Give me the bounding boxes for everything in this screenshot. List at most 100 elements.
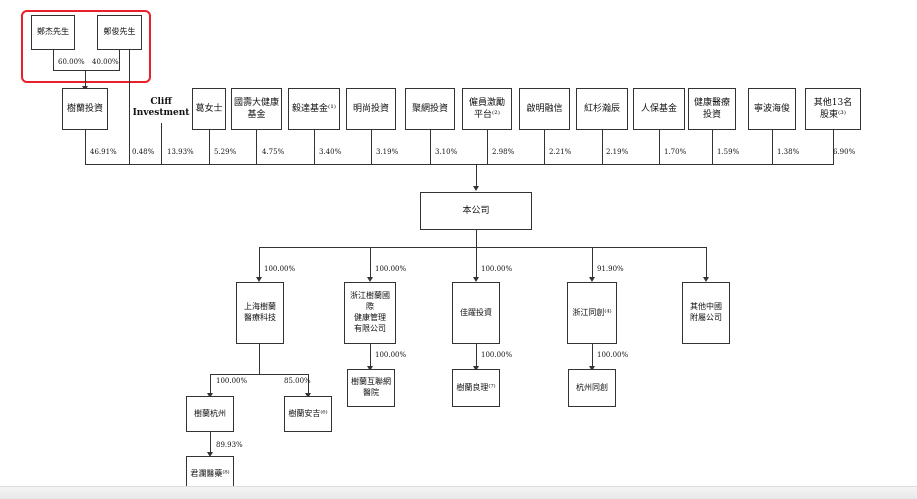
arrow-down-icon: [207, 452, 213, 457]
connector: [53, 50, 54, 71]
pct-label: 2.19%: [606, 148, 629, 156]
pct-zheng-jie: 60.00%: [58, 58, 85, 66]
connector: [119, 50, 120, 71]
connector: [544, 130, 545, 165]
subsidiary-box: 上海樹蘭 醫療科技: [236, 282, 284, 344]
pct-label: 100.00%: [264, 265, 296, 273]
shareholder-box: 紅杉瀚辰: [576, 88, 628, 130]
connector: [476, 230, 477, 248]
person-zheng-jie-box: 鄭杰先生: [31, 15, 75, 50]
shareholder-box: 國壽大健康 基金: [231, 88, 282, 130]
connector: [85, 70, 86, 90]
connector: [476, 247, 477, 280]
shareholder-box: Cliff Investment: [133, 93, 189, 123]
level3-box: 樹蘭安吉⁽⁶⁾: [284, 396, 332, 432]
shareholder-box: 寧波海俊: [748, 88, 796, 130]
connector: [161, 123, 162, 165]
connector: [85, 130, 86, 165]
connector: [592, 344, 593, 369]
pct-label: 1.70%: [664, 148, 687, 156]
pct-label: 2.98%: [492, 148, 515, 156]
connector: [256, 130, 257, 165]
connector: [476, 344, 477, 369]
connector: [210, 432, 211, 455]
subsidiary-box: 佳躍投資: [452, 282, 500, 344]
connector: [371, 130, 372, 165]
pct-label: 91.90%: [597, 265, 624, 273]
pct-label: 89.93%: [216, 441, 243, 449]
shareholder-box: 其他13名 股東⁽³⁾: [805, 88, 861, 130]
connector: [370, 344, 371, 369]
shareholder-box: 葛女士: [192, 88, 226, 130]
shareholder-box: 明尚投資: [346, 88, 396, 130]
pct-label: 6.90%: [833, 148, 856, 156]
person-zheng-jun-label: 鄭俊先生: [103, 27, 136, 37]
connector: [259, 247, 260, 280]
arrow-down-icon: [703, 277, 709, 282]
pct-label: 100.00%: [481, 351, 513, 359]
highlight-frame: [21, 10, 151, 83]
level3-box: 樹蘭互聯網 醫院: [347, 369, 395, 407]
arrow-down-icon: [367, 366, 373, 371]
shareholder-box: 聚網投資: [405, 88, 455, 130]
arrow-down-icon: [207, 393, 213, 398]
shareholder-box: 健康醫療 投資: [688, 88, 736, 130]
level3-box: 樹蘭杭州: [186, 396, 234, 432]
shareholder-box: 人保基金: [633, 88, 685, 130]
pct-label: 100.00%: [597, 351, 629, 359]
connector: [259, 247, 707, 248]
connector: [85, 164, 834, 165]
shareholder-box: 啟明融信: [519, 88, 570, 130]
connector: [210, 374, 309, 375]
arrow-down-icon: [473, 366, 479, 371]
connector: [53, 70, 120, 71]
shareholder-box: 毅達基金⁽¹⁾: [288, 88, 340, 130]
connector: [209, 130, 210, 165]
pct-label: 1.38%: [777, 148, 800, 156]
pct-label: 3.19%: [376, 148, 399, 156]
pct-label: 13.93%: [167, 148, 194, 156]
connector: [772, 130, 773, 165]
arrow-down-icon: [473, 186, 479, 191]
subsidiary-box: 其他中國 附屬公司: [682, 282, 730, 344]
pct-label: 4.75%: [262, 148, 285, 156]
connector: [259, 344, 260, 375]
arrow-down-icon: [589, 277, 595, 282]
connector: [314, 130, 315, 165]
pct-label: 85.00%: [284, 377, 311, 385]
shareholder-box: 僱員激勵 平台⁽²⁾: [462, 88, 512, 130]
pct-label: 5.29%: [214, 148, 237, 156]
connector: [592, 247, 593, 280]
connector: [476, 164, 477, 189]
pct-label: 46.91%: [90, 148, 117, 156]
connector: [712, 130, 713, 165]
pct-label: 100.00%: [375, 351, 407, 359]
connector: [430, 130, 431, 165]
arrow-down-icon: [305, 393, 311, 398]
person-zheng-jie-label: 鄭杰先生: [37, 27, 69, 37]
connector: [487, 130, 488, 165]
level3-box: 杭州同創: [568, 369, 616, 407]
pct-label: 1.59%: [717, 148, 740, 156]
level3-box: 樹蘭良理⁽⁷⁾: [452, 369, 500, 407]
subsidiary-box: 浙江同創⁽⁴⁾: [567, 282, 617, 344]
arrow-down-icon: [256, 277, 262, 282]
pct-label: 3.10%: [435, 148, 458, 156]
connector: [129, 50, 130, 165]
connector: [602, 130, 603, 165]
pct-label: 100.00%: [481, 265, 513, 273]
arrow-down-icon: [589, 366, 595, 371]
arrow-down-icon: [473, 277, 479, 282]
pct-label: 3.40%: [319, 148, 342, 156]
connector: [833, 130, 834, 165]
subsidiary-box: 浙江樹蘭國際 健康管理 有限公司: [344, 282, 396, 344]
arrow-down-icon: [367, 277, 373, 282]
connector: [659, 130, 660, 165]
company-box: 本公司: [420, 192, 532, 230]
pct-label: 2.21%: [549, 148, 572, 156]
connector: [210, 374, 211, 396]
connector: [308, 374, 309, 396]
shareholder-box: 樹蘭投資: [62, 88, 108, 130]
pct-label: 100.00%: [375, 265, 407, 273]
page-edge: [0, 486, 917, 499]
